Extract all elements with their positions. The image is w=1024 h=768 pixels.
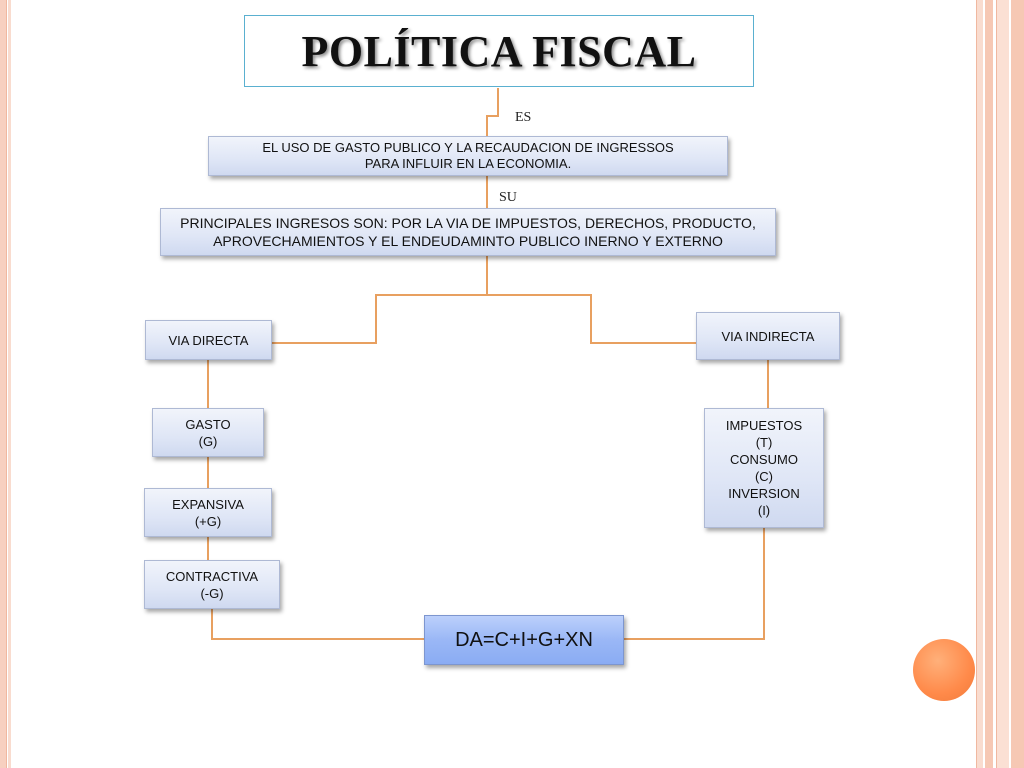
income-line-1: PRINCIPALES INGRESOS SON: POR LA VIA DE …	[180, 215, 756, 231]
expansiva-node: EXPANSIVA (+G)	[144, 488, 272, 537]
formula-node: DA=C+I+G+XN	[424, 615, 624, 665]
impuestos-line-2: (T)	[755, 435, 773, 450]
right-stripe-3	[996, 0, 1009, 768]
line-impuestos-formula	[624, 528, 765, 640]
income-line-2: APROVECHAMIENTOS Y EL ENDEUDAMINTO PUBLI…	[213, 233, 723, 249]
connector-label-su: SU	[499, 190, 517, 205]
gasto-node: GASTO (G)	[152, 408, 264, 457]
impuestos-line-1: IMPUESTOS	[725, 418, 803, 433]
impuestos-line-6: (I)	[757, 503, 771, 518]
via-indirecta-node: VIA INDIRECTA	[696, 312, 840, 360]
connector-label-es: ES	[515, 110, 532, 125]
via-directa-label: VIA DIRECTA	[168, 332, 249, 348]
contractiva-line-1: CONTRACTIVA	[165, 568, 259, 584]
decorative-circle	[913, 639, 975, 701]
via-indirecta-label: VIA INDIRECTA	[721, 328, 815, 344]
income-node: PRINCIPALES INGRESOS SON: POR LA VIA DE …	[160, 208, 776, 256]
impuestos-line-4: (C)	[754, 469, 774, 484]
contractiva-node: CONTRACTIVA (-G)	[144, 560, 280, 609]
via-directa-node: VIA DIRECTA	[145, 320, 272, 360]
right-stripe-1	[976, 0, 983, 768]
contractiva-line-2: (-G)	[200, 585, 224, 601]
left-stripe	[0, 0, 7, 768]
impuestos-line-3: CONSUMO	[730, 452, 798, 467]
gasto-line-2: (G)	[198, 433, 218, 449]
page-title: POLÍTICA FISCAL	[301, 26, 697, 76]
definition-line-2: PARA INFLUIR EN LA ECONOMIA.	[364, 156, 572, 171]
right-stripe-4	[1011, 0, 1024, 768]
gasto-line-1: GASTO	[185, 416, 231, 432]
definition-node: EL USO DE GASTO PUBLICO Y LA RECAUDACION…	[208, 136, 728, 176]
line-contractiva-formula	[211, 609, 424, 640]
expansiva-line-2: (+G)	[194, 513, 222, 529]
line-title-definition	[486, 88, 499, 136]
right-stripe-2	[985, 0, 993, 768]
line-branch-right	[487, 294, 696, 344]
expansiva-line-1: EXPANSIVA	[172, 496, 244, 512]
title-box: POLÍTICA FISCAL	[244, 15, 754, 87]
formula-text: DA=C+I+G+XN	[455, 628, 593, 651]
left-stripe-inner	[8, 0, 11, 768]
line-branch-left	[272, 294, 487, 344]
impuestos-line-5: INVERSION	[728, 486, 800, 501]
definition-line-1: EL USO DE GASTO PUBLICO Y LA RECAUDACION…	[262, 140, 674, 155]
impuestos-node: IMPUESTOS (T) CONSUMO (C) INVERSION (I)	[704, 408, 824, 528]
